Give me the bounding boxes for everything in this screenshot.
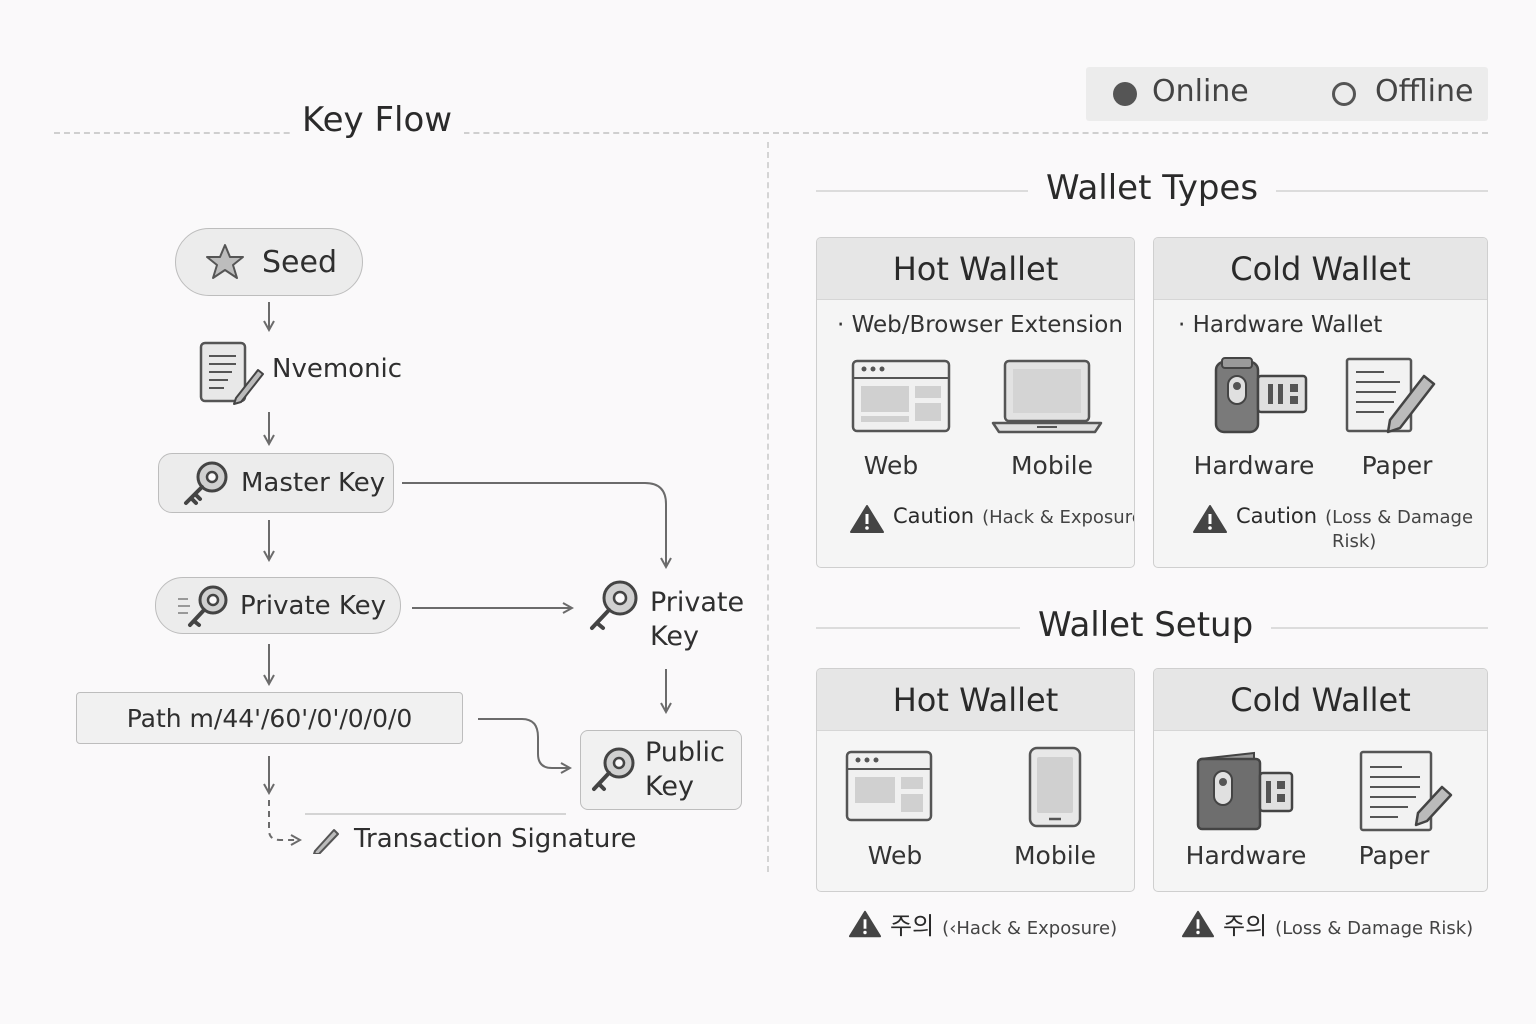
warning-icon — [850, 505, 884, 533]
offline-dot-icon — [1332, 82, 1356, 106]
cold-wallet-card: Cold Wallet · Hardware Wallet Hardware P… — [1153, 237, 1488, 568]
paper-label: Paper — [1361, 451, 1433, 480]
cold-wallet-subtitle: · Hardware Wallet — [1178, 312, 1383, 338]
web-label: Web — [867, 841, 923, 870]
seed-label: Seed — [262, 244, 337, 280]
public-key-label: Public Key — [645, 737, 725, 802]
public-key-node: Public Key — [580, 730, 742, 810]
cold-wallet-setup-caution: 주의 (Loss & Damage Risk) — [1181, 906, 1473, 941]
warning-icon — [848, 910, 882, 937]
key-flow-title: Key Flow — [290, 100, 465, 140]
key-flow-connectors — [0, 302, 780, 880]
hardware-label: Hardware — [1193, 451, 1315, 480]
mobile-label: Mobile — [1013, 841, 1096, 870]
warning-icon — [1181, 910, 1215, 937]
private-key-2-label: Private Key — [650, 587, 745, 652]
hardware-label: Hardware — [1185, 841, 1307, 870]
section-divider — [767, 142, 769, 872]
star-icon — [206, 244, 244, 279]
arrow-master-private2 — [402, 482, 666, 567]
cold-wallet-setup-title: Cold Wallet — [1154, 669, 1487, 731]
key-icon — [590, 580, 638, 630]
master-key-node: Master Key — [158, 453, 394, 513]
arrow-path-public — [478, 718, 570, 768]
mobile-phone-icon — [1028, 746, 1082, 828]
hot-wallet-setup-card: Hot Wallet Web Mobile — [816, 668, 1135, 892]
private-key-node: Private Key — [155, 577, 401, 634]
legend-online-label: Online — [1152, 74, 1249, 109]
hot-wallet-setup-title: Hot Wallet — [817, 669, 1134, 731]
caution-detail-continued: Risk) — [1332, 531, 1377, 552]
key-icon — [592, 747, 635, 791]
caution-label: Caution — [1236, 504, 1318, 528]
paper-wallet-icon — [1359, 750, 1453, 832]
private-key-label: Private Key — [240, 590, 387, 621]
master-key-label: Master Key — [241, 468, 386, 498]
cold-wallet-setup-card: Cold Wallet Hardware Paper — [1153, 668, 1488, 892]
caution-detail: (Loss & Damage Risk) — [1275, 918, 1474, 939]
mnemonic-label: Nvemonic — [272, 354, 403, 384]
caution-label: Caution — [893, 504, 975, 528]
hot-wallet-subtitle: · Web/Browser Extension — [837, 312, 1123, 338]
paper-wallet-icon — [1345, 357, 1436, 434]
hot-wallet-card: Hot Wallet · Web/Browser Extension Web M… — [816, 237, 1135, 568]
legend-offline-label: Offline — [1375, 74, 1474, 109]
online-dot-icon — [1113, 82, 1137, 106]
hot-wallet-setup-caution: 주의 (‹Hack & Exposure) — [848, 906, 1117, 941]
legend: Online Offline — [1086, 67, 1488, 121]
caution-detail: (Hack & Exposure — [982, 507, 1135, 528]
caution-label: 주의 — [1223, 912, 1268, 940]
key-flow-rule — [54, 132, 1488, 134]
derivation-path-label: Path m/44'/60'/0'/0/0/0 — [126, 703, 413, 733]
wallet-types-title: Wallet Types — [1028, 168, 1277, 208]
mnemonic-document-icon — [199, 341, 264, 405]
seed-node: Seed — [175, 228, 363, 296]
hardware-wallet-icon — [1214, 357, 1308, 434]
arrow-dashed-signature — [268, 800, 300, 840]
cold-wallet-title: Cold Wallet — [1154, 238, 1487, 300]
caution-detail: (Loss & Damage — [1325, 507, 1474, 528]
caution-label: 주의 — [890, 912, 935, 940]
mobile-label: Mobile — [1010, 451, 1093, 480]
hot-wallet-title: Hot Wallet — [817, 238, 1134, 300]
warning-icon — [1193, 505, 1227, 533]
paper-label: Paper — [1358, 841, 1430, 870]
cold-wallet-caution: Caution (Loss & Damage — [1192, 504, 1473, 534]
web-browser-icon — [845, 750, 933, 822]
pen-icon — [313, 829, 339, 854]
caution-detail: (‹Hack & Exposure) — [942, 918, 1118, 939]
web-label: Web — [863, 451, 919, 480]
laptop-icon — [991, 359, 1103, 434]
key-icon — [178, 585, 228, 627]
hot-wallet-caution: Caution (Hack & Exposure — [849, 504, 1135, 534]
key-icon — [184, 461, 228, 505]
hardware-wallet-icon — [1196, 751, 1294, 831]
wallet-setup-title: Wallet Setup — [1020, 605, 1272, 645]
derivation-path-node: Path m/44'/60'/0'/0/0/0 — [76, 692, 463, 744]
web-browser-icon — [851, 359, 951, 433]
transaction-signature-label: Transaction Signature — [354, 824, 637, 854]
